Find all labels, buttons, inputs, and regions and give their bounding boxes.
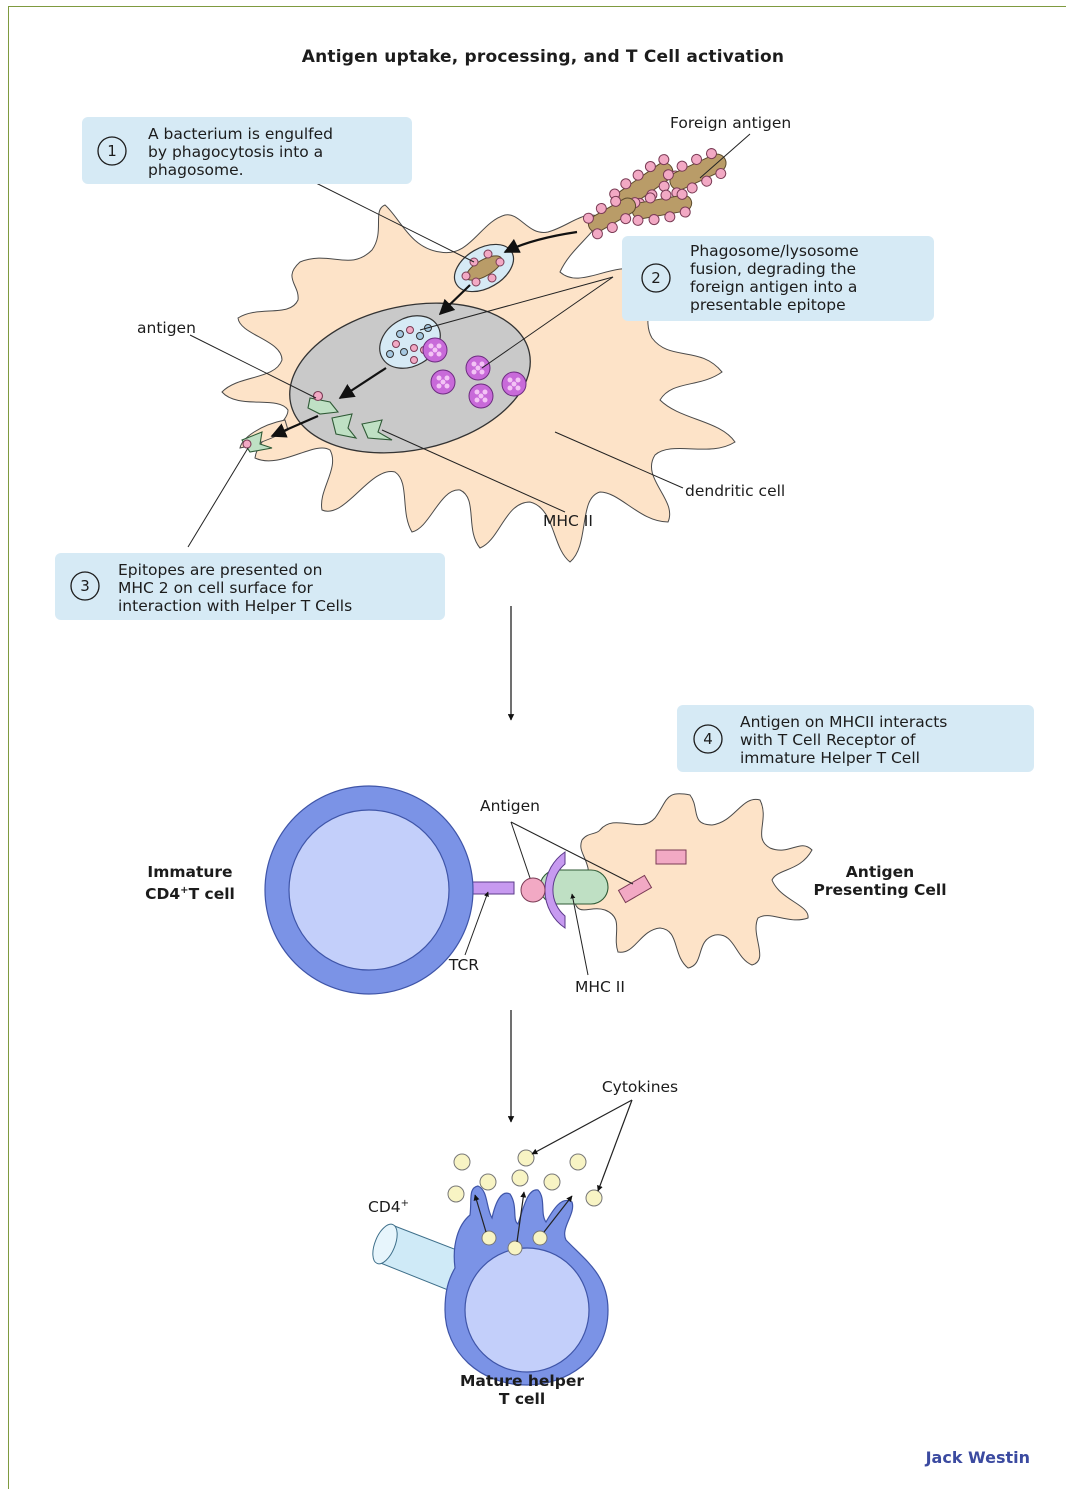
step-4-line: with T Cell Receptor of — [740, 731, 916, 749]
credit-logo-text: Jack Westin — [925, 1448, 1030, 1467]
apc-label: Antigen — [846, 863, 914, 881]
step-2-line: Phagosome/lysosome — [690, 242, 859, 260]
mature-tcell-label: Mature helper — [460, 1372, 584, 1390]
immature-tcell-nucleus — [289, 810, 449, 970]
step-3-line: interaction with Helper T Cells — [118, 597, 352, 615]
mature-tcell-nucleus — [465, 1248, 589, 1372]
step-4-callout: 4 Antigen on MHCII interacts with T Cell… — [677, 705, 1034, 772]
immature-tcell-label: Immature — [147, 863, 232, 881]
immature-tcell-label-2: CD4+T cell — [145, 885, 235, 903]
tcr-label: TCR — [448, 956, 479, 974]
interaction-section: Antigen Immature CD4+T cell Antigen Pres… — [145, 786, 946, 996]
step-2-line: foreign antigen into a — [690, 278, 857, 296]
bound-antigen — [521, 878, 545, 902]
step-4-line: immature Helper T Cell — [740, 749, 920, 767]
step-3-number: 3 — [80, 577, 90, 595]
foreign-bacteria — [581, 144, 733, 242]
step-2-line: presentable epitope — [690, 296, 846, 314]
step-3-callout: 3 Epitopes are presented on MHC 2 on cel… — [55, 553, 445, 620]
step-1-line: A bacterium is engulfed — [148, 125, 333, 143]
antigen-label: Antigen — [480, 797, 540, 815]
cd4-receptor — [368, 1221, 462, 1290]
dendritic-cell-label: dendritic cell — [685, 482, 785, 500]
step-1-line: phagosome. — [148, 161, 244, 179]
apc-label-2: Presenting Cell — [813, 881, 946, 899]
step-2-line: fusion, degrading the — [690, 260, 856, 278]
step-4-number: 4 — [703, 730, 713, 748]
cytokines-label: Cytokines — [602, 1078, 678, 1096]
step-2-number: 2 — [651, 269, 661, 287]
mature-tcell-section: Cytokines CD4+ Mature helper T cell — [368, 1078, 678, 1408]
step-1-number: 1 — [107, 142, 117, 160]
step-3-line: MHC 2 on cell surface for — [118, 579, 314, 597]
step-2-callout: 2 Phagosome/lysosome fusion, degrading t… — [622, 236, 934, 321]
step-4-line: Antigen on MHCII interacts — [740, 713, 947, 731]
step-3-line: Epitopes are presented on — [118, 561, 322, 579]
cd4-label: CD4+ — [368, 1198, 409, 1216]
mhc2-label: MHC II — [575, 978, 625, 996]
antigen-label: antigen — [137, 319, 196, 337]
step-1-callout: 1 A bacterium is engulfed by phagocytosi… — [82, 117, 412, 184]
foreign-antigen-label: Foreign antigen — [670, 114, 791, 132]
mhc2-label: MHC II — [543, 512, 593, 530]
step-1-line: by phagocytosis into a — [148, 143, 323, 161]
antigen-presenting-cell — [574, 794, 812, 968]
page-title: Antigen uptake, processing, and T Cell a… — [302, 47, 784, 67]
mature-tcell-label-2: T cell — [499, 1390, 545, 1408]
